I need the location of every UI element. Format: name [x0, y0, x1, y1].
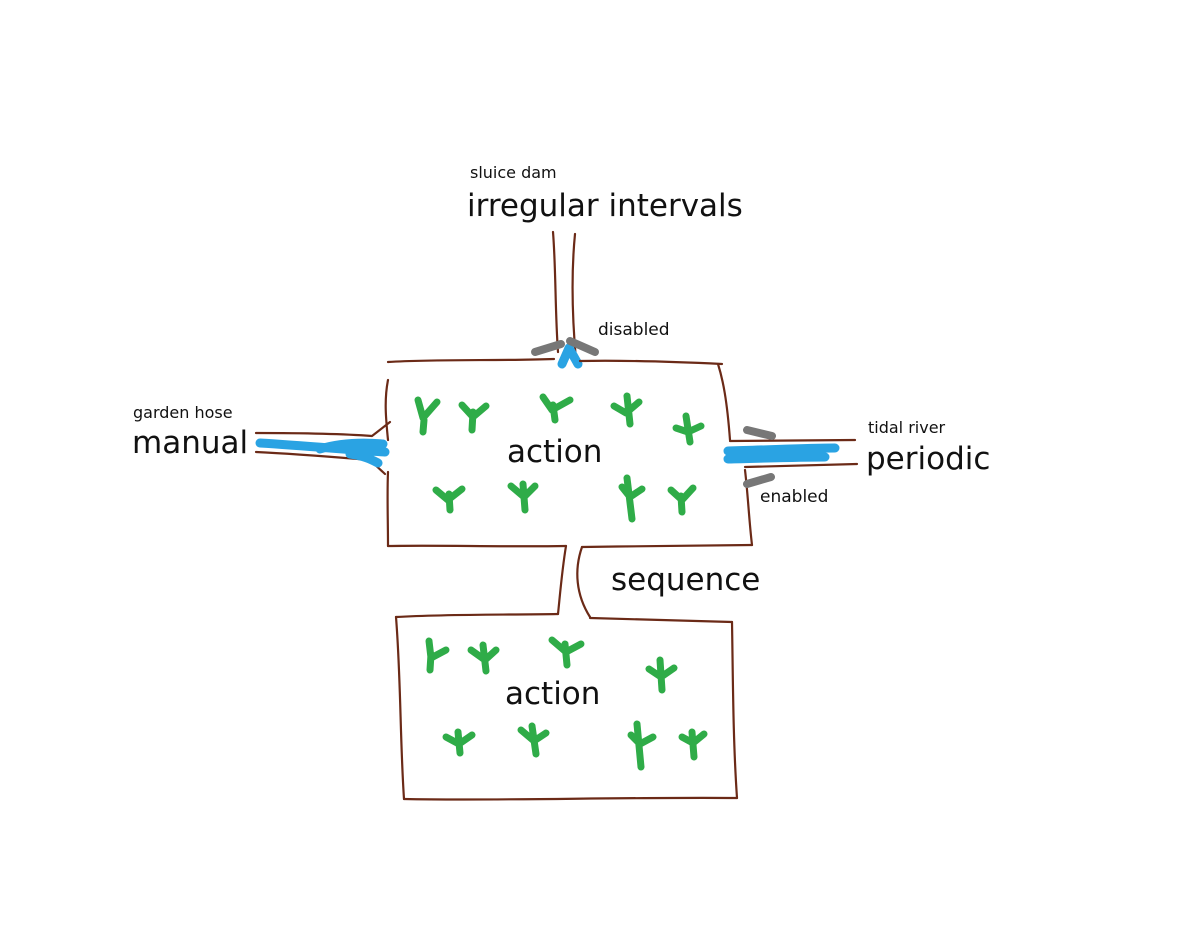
left-inlet: garden hose manual	[132, 403, 392, 476]
field-2-right-wall	[730, 620, 739, 800]
sprout-icon	[610, 392, 643, 428]
field-2-bottom-wall	[402, 796, 739, 801]
left-inlet-source: garden hose	[133, 403, 233, 422]
right-channel-bottom-wall	[743, 462, 859, 469]
field-2-label: action	[505, 676, 600, 712]
field-1: action	[384, 357, 754, 549]
sprout-icon	[507, 480, 539, 514]
left-inlet-water	[255, 438, 390, 468]
sprout-icon	[539, 393, 574, 424]
field-1-bottom-wall-left	[386, 544, 568, 548]
field-1-label: action	[507, 434, 602, 470]
field-1-bottom-wall-right	[580, 543, 754, 549]
field-2-plants	[425, 636, 708, 771]
sprout-icon	[672, 412, 705, 446]
right-gate-top	[743, 426, 776, 440]
connector-label: sequence	[611, 562, 760, 598]
field-1-left-wall-upper	[384, 378, 390, 442]
field-1-right-wall-upper	[716, 362, 732, 442]
top-inlet-water	[557, 343, 583, 369]
sprout-icon	[467, 641, 500, 675]
right-channel-top-wall	[728, 438, 857, 443]
sprout-icon	[414, 396, 441, 436]
top-inlet-source: sluice dam	[470, 163, 557, 182]
sequence-connector: sequence	[556, 544, 760, 619]
field-1-right-wall-lower	[743, 468, 754, 547]
field-2-left-wall	[394, 615, 406, 801]
right-gate-bottom	[743, 473, 775, 488]
right-inlet: tidal river periodic enabled	[723, 418, 990, 507]
field-2-top-wall-left	[394, 612, 560, 619]
sprout-icon	[627, 720, 657, 771]
field-2: action	[394, 612, 739, 801]
sprout-icon	[678, 728, 708, 761]
sprout-icon	[432, 485, 466, 514]
top-gate-right	[566, 337, 599, 356]
sprout-icon	[618, 474, 646, 523]
field-2-top-wall-right	[588, 616, 734, 624]
sprout-icon	[667, 484, 697, 516]
sprout-icon	[517, 722, 550, 758]
connector-left-wall	[556, 544, 568, 616]
right-inlet-water	[723, 443, 840, 464]
left-channel-top-wall	[254, 420, 392, 438]
sprout-icon	[442, 728, 476, 757]
field-1-top-wall-left	[386, 357, 556, 364]
right-inlet-status: enabled	[760, 487, 828, 507]
right-inlet-trigger: periodic	[866, 441, 990, 477]
top-inlet-status: disabled	[598, 320, 670, 340]
sprout-icon	[458, 401, 490, 434]
top-inlet: sluice dam irregular intervals disabled	[467, 163, 743, 369]
field-1-plants	[414, 392, 705, 523]
connector-right-wall	[576, 545, 592, 619]
field-1-top-wall-right	[578, 359, 724, 366]
left-inlet-trigger: manual	[132, 425, 248, 461]
right-inlet-source: tidal river	[868, 418, 946, 437]
sprout-icon	[645, 656, 678, 694]
top-channel-left-wall	[551, 230, 560, 354]
top-gate-left	[531, 340, 565, 356]
top-inlet-trigger: irregular intervals	[467, 188, 743, 224]
sprout-icon	[425, 637, 450, 674]
sprout-icon	[548, 636, 585, 669]
